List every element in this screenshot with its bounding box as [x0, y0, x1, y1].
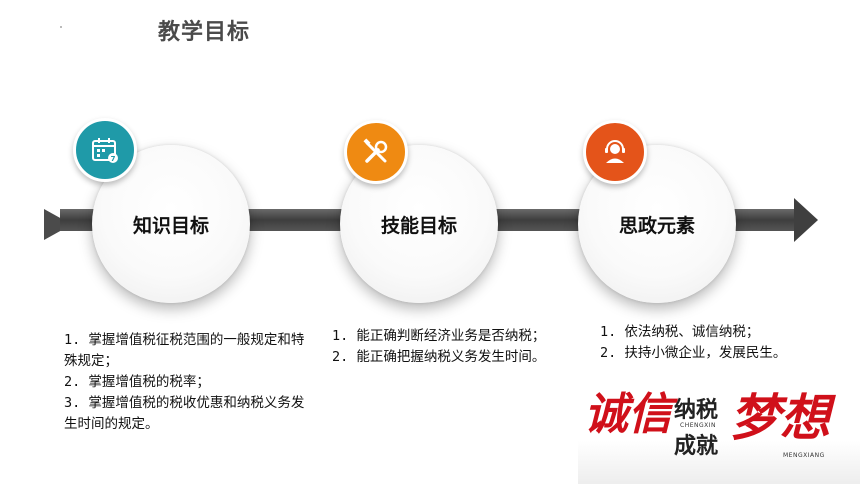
- slogan-logo: 诚信 纳税 CHENGXIN 成就 梦想 MENGXIANG: [578, 376, 860, 484]
- knowledge-goal-list: 1. 掌握增值税征税范围的一般规定和特殊规定； 2. 掌握增值税的税率； 3. …: [64, 330, 314, 435]
- goal-label: 思政元素: [618, 214, 695, 237]
- list-item: 1. 能正确判断经济业务是否纳税；: [332, 328, 546, 344]
- svg-text:7: 7: [111, 155, 116, 163]
- slogan-latin-2: MENGXIANG: [783, 452, 825, 459]
- goal-label: 技能目标: [380, 214, 457, 237]
- tools-icon: [344, 120, 408, 184]
- list-item: 2. 掌握增值税的税率；: [64, 374, 210, 390]
- list-item: 1. 依法纳税、诚信纳税；: [600, 324, 760, 340]
- goal-label: 知识目标: [132, 214, 209, 237]
- list-item: 2. 扶持小微企业，发展民生。: [600, 345, 787, 361]
- ideology-goal-list: 1. 依法纳税、诚信纳税； 2. 扶持小微企业，发展民生。: [600, 322, 852, 364]
- slogan-word-honesty: 诚信: [584, 389, 672, 440]
- slogan-latin-1: CHENGXIN: [680, 422, 716, 429]
- list-item: 3. 掌握增值税的税收优惠和纳税义务发生时间的规定。: [64, 395, 305, 432]
- goal-circle-ideology: 思政元素: [578, 145, 736, 303]
- slogan-word-achieve: 成就: [674, 433, 719, 459]
- skill-goal-list: 1. 能正确判断经济业务是否纳税； 2. 能正确把握纳税义务发生时间。: [332, 326, 570, 368]
- list-item: 1. 掌握增值税征税范围的一般规定和特殊规定；: [64, 332, 305, 369]
- page-title: 教学目标: [158, 20, 251, 45]
- arrow-tail: [44, 209, 62, 240]
- decorative-dot: [60, 26, 62, 28]
- arrow-head: [794, 198, 818, 242]
- slogan-word-dream: 梦想: [730, 388, 830, 447]
- list-item: 2. 能正确把握纳税义务发生时间。: [332, 349, 546, 365]
- headset-user-icon: [583, 120, 647, 184]
- slogan-word-tax: 纳税: [674, 397, 719, 423]
- calendar-icon: 7: [73, 118, 137, 182]
